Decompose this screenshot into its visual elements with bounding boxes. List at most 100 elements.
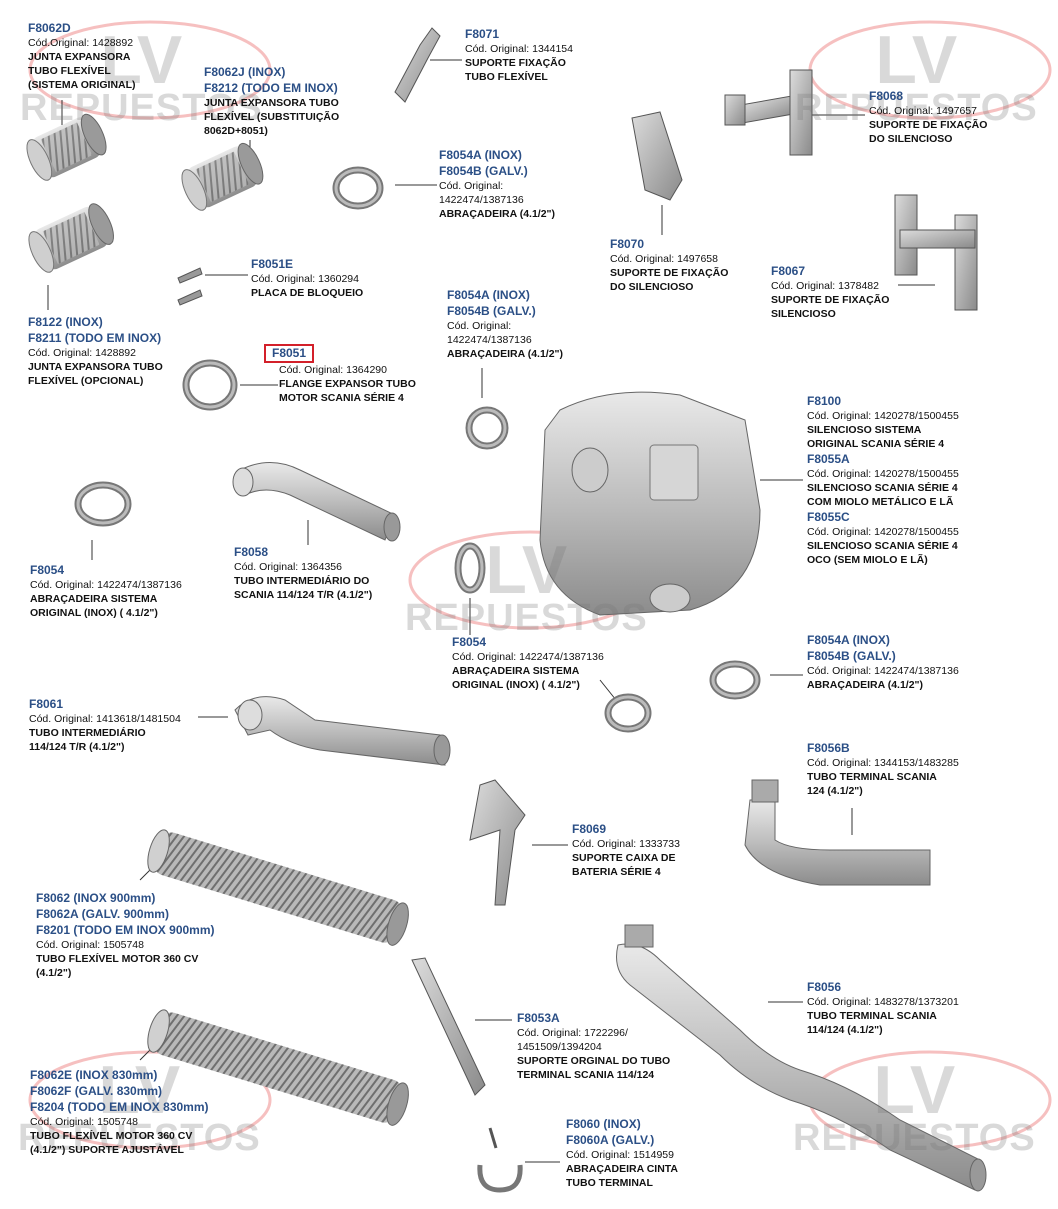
part-label-f8122: F8122 (INOX) F8211 (TODO EM INOX) Cód. O… bbox=[28, 314, 163, 388]
part-code: F8055A bbox=[807, 452, 850, 466]
original-code: Cód. Original: 1333733 bbox=[572, 838, 680, 850]
part-code: F8211 (TODO EM INOX) bbox=[28, 331, 162, 345]
part-label-f8053a: F8053A Cód. Original: 1722296/ 1451509/1… bbox=[517, 1010, 670, 1082]
part-code: F8054A (INOX) bbox=[807, 633, 890, 647]
part-code: F8060 (INOX) bbox=[566, 1117, 641, 1131]
part-description: JUNTA EXPANSORA TUBO bbox=[204, 97, 339, 109]
part-code: F8062A (GALV. 900mm) bbox=[36, 907, 169, 921]
part-label-f8071: F8071 Cód. Original: 1344154 SUPORTE FIX… bbox=[465, 26, 573, 84]
part-description: ABRAÇADEIRA (4.1/2") bbox=[807, 679, 924, 691]
original-code: Cód. Original: 1360294 bbox=[251, 273, 359, 285]
part-label-f8056: F8056 Cód. Original: 1483278/1373201 TUB… bbox=[807, 979, 959, 1037]
part-description: SILENCIOSO SCANIA SÉRIE 4 bbox=[807, 540, 958, 552]
part-label-f8051: F8051 Cód. Original: 1364290 FLANGE EXPA… bbox=[264, 344, 416, 405]
part-description: SUPORTE DE FIXAÇÃO bbox=[771, 294, 890, 306]
original-code: Cód. Original: 1505748 bbox=[30, 1116, 138, 1128]
part-code: F8054B (GALV.) bbox=[807, 649, 896, 663]
part-code: F8204 (TODO EM INOX 830mm) bbox=[30, 1100, 209, 1114]
part-description: SCANIA 114/124 T/R (4.1/2") bbox=[234, 589, 373, 601]
part-label-f8054a-top: F8054A (INOX) F8054B (GALV.) Cód. Origin… bbox=[439, 147, 555, 221]
original-code: Cód. Original: 1422474/1387136 bbox=[30, 579, 182, 591]
part-label-f8054-left: F8054 Cód. Original: 1422474/1387136 ABR… bbox=[30, 562, 182, 620]
original-code: Cód. Original: 1422474/1387136 bbox=[807, 665, 959, 677]
original-code: Cód. Original: 1497658 bbox=[610, 253, 718, 265]
part-code: F8054A (INOX) bbox=[439, 148, 522, 162]
part-description: ORIGINAL (INOX) ( 4.1/2") bbox=[452, 679, 580, 691]
part-label-f8054a-mid: F8054A (INOX) F8054B (GALV.) Cód. Origin… bbox=[447, 287, 563, 361]
part-label-f8069: F8069 Cód. Original: 1333733 SUPORTE CAI… bbox=[572, 821, 680, 879]
part-code: F8100 bbox=[807, 394, 842, 408]
part-description: FLEXÍVEL (SUBSTITUIÇÃO bbox=[204, 111, 340, 123]
part-code: F8122 (INOX) bbox=[28, 315, 103, 329]
part-label-f8100: F8100 Cód. Original: 1420278/1500455 SIL… bbox=[807, 393, 959, 567]
part-description: 114/124 T/R (4.1/2") bbox=[29, 741, 125, 753]
part-description: TUBO FLEXÍVEL bbox=[465, 71, 548, 83]
original-code: Cód.Original: 1428892 bbox=[28, 37, 134, 49]
original-code: 1451509/1394204 bbox=[517, 1041, 602, 1053]
part-code: F8062J (INOX) bbox=[204, 65, 286, 79]
original-code: Cód. Original: 1497657 bbox=[869, 105, 977, 117]
part-code: F8068 bbox=[869, 89, 904, 103]
original-code: Cód. Original: 1344153/1483285 bbox=[807, 757, 959, 769]
muffler bbox=[539, 391, 761, 616]
part-code: F8056B bbox=[807, 741, 850, 755]
original-code: Cód. Original: 1505748 bbox=[36, 939, 144, 951]
part-description: (SISTEMA ORIGINAL) bbox=[28, 79, 136, 91]
original-code: Cód. Original: 1344154 bbox=[465, 43, 573, 55]
original-code: Cód. Original: bbox=[447, 320, 512, 332]
part-label-f8067: F8067 Cód. Original: 1378482 SUPORTE DE … bbox=[771, 263, 889, 321]
part-description: ABRAÇADEIRA SISTEMA bbox=[452, 665, 580, 677]
part-description: TUBO INTERMEDIÁRIO bbox=[29, 727, 146, 739]
part-description: BATERIA SÉRIE 4 bbox=[572, 866, 661, 878]
part-code: F8061 bbox=[29, 697, 64, 711]
part-description: SUPORTE CAIXA DE bbox=[572, 852, 676, 864]
part-description: DO SILENCIOSO bbox=[610, 281, 694, 293]
part-description: SILENCIOSO SCANIA SÉRIE 4 bbox=[807, 482, 958, 494]
part-label-f8062j: F8062J (INOX) F8212 (TODO EM INOX) JUNTA… bbox=[204, 64, 339, 138]
part-label-f8062d: F8062D Cód.Original: 1428892 JUNTA EXPAN… bbox=[28, 20, 136, 92]
part-code: F8060A (GALV.) bbox=[566, 1133, 655, 1147]
part-description: FLEXÍVEL (OPCIONAL) bbox=[28, 375, 144, 387]
original-code: Cód. Original: 1420278/1500455 bbox=[807, 526, 959, 538]
original-code: Cód. Original: 1420278/1500455 bbox=[807, 410, 959, 422]
original-code: Cód. Original: bbox=[439, 180, 504, 192]
part-code: F8212 (TODO EM INOX) bbox=[204, 81, 338, 95]
part-description: (4.1/2") bbox=[36, 967, 72, 979]
part-code: F8067 bbox=[771, 264, 806, 278]
part-description: TUBO INTERMEDIÁRIO DO bbox=[234, 575, 370, 587]
part-description: 124 (4.1/2") bbox=[807, 785, 863, 797]
part-description: 114/124 (4.1/2") bbox=[807, 1024, 883, 1036]
part-description: SUPORTE FIXAÇÃO bbox=[465, 57, 566, 69]
part-label-f8068: F8068 Cód. Original: 1497657 SUPORTE DE … bbox=[869, 88, 987, 146]
part-description: 8062D+8051) bbox=[204, 125, 268, 137]
original-code: 1422474/1387136 bbox=[447, 334, 532, 346]
original-code: Cód. Original: 1364290 bbox=[279, 364, 387, 376]
part-code: F8054 bbox=[452, 635, 487, 649]
part-description: JUNTA EXPANSORA TUBO bbox=[28, 361, 163, 373]
part-label-f8062: F8062 (INOX 900mm) F8062A (GALV. 900mm) … bbox=[36, 890, 215, 980]
original-code: Cód. Original: 1413618/1481504 bbox=[29, 713, 181, 725]
part-code: F8054B (GALV.) bbox=[447, 304, 536, 318]
part-description: TERMINAL SCANIA 114/124 bbox=[517, 1069, 655, 1081]
part-code: F8054B (GALV.) bbox=[439, 164, 528, 178]
part-description: TUBO TERMINAL bbox=[566, 1177, 653, 1189]
original-code: Cód. Original: 1420278/1500455 bbox=[807, 468, 959, 480]
part-description: ABRAÇADEIRA (4.1/2") bbox=[439, 208, 556, 220]
part-code: F8058 bbox=[234, 545, 269, 559]
part-code: F8070 bbox=[610, 237, 645, 251]
part-label-f8070: F8070 Cód. Original: 1497658 SUPORTE DE … bbox=[610, 236, 728, 294]
part-description: ORIGINAL (INOX) ( 4.1/2") bbox=[30, 607, 158, 619]
part-description: (4.1/2") SUPORTE AJUSTÁVEL bbox=[30, 1144, 184, 1156]
part-code: F8071 bbox=[465, 27, 500, 41]
part-description: DO SILENCIOSO bbox=[869, 133, 953, 145]
part-description: MOTOR SCANIA SÉRIE 4 bbox=[279, 392, 404, 404]
original-code: Cód. Original: 1428892 bbox=[28, 347, 136, 359]
original-code: 1422474/1387136 bbox=[439, 194, 524, 206]
part-description: SUPORTE ORGINAL DO TUBO bbox=[517, 1055, 671, 1067]
original-code: Cód. Original: 1364356 bbox=[234, 561, 342, 573]
part-code: F8054A (INOX) bbox=[447, 288, 530, 302]
part-description: JUNTA EXPANSORA bbox=[28, 51, 131, 63]
part-label-f8062e: F8062E (INOX 830mm) F8062F (GALV. 830mm)… bbox=[30, 1067, 209, 1157]
part-description: SILENCIOSO bbox=[771, 308, 836, 320]
